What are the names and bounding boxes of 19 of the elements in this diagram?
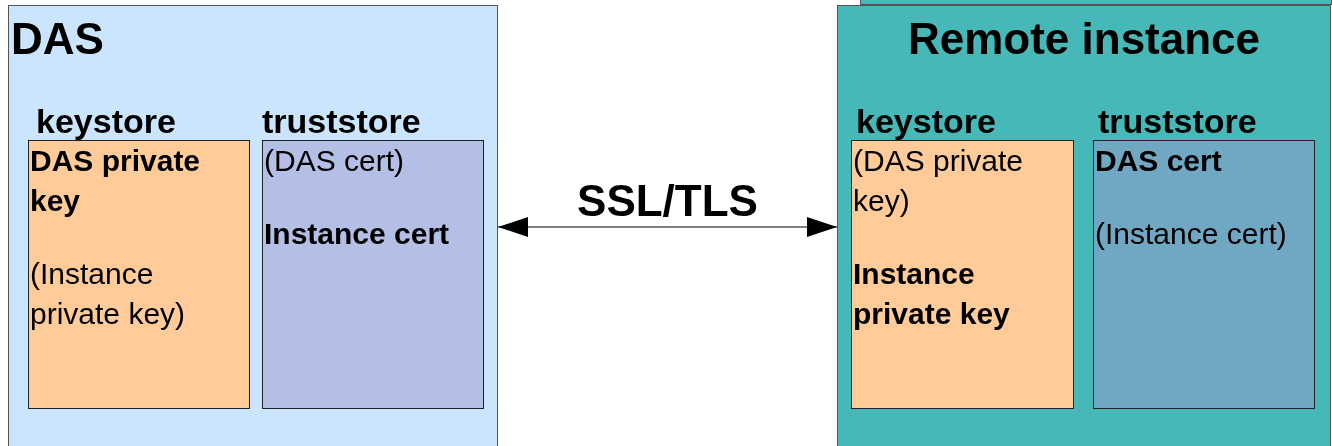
key-entry-note: (Instance private key) bbox=[29, 256, 187, 332]
key-entry: DAS private key bbox=[29, 143, 202, 219]
key-entry: DAS cert bbox=[1094, 143, 1223, 179]
key-entry-note: (Instance cert) bbox=[1094, 216, 1288, 252]
host-title: Remote instance bbox=[906, 14, 1262, 64]
store-heading: truststore bbox=[262, 101, 421, 141]
key-entry-note: (DAS private key) bbox=[852, 143, 1025, 219]
key-entry-note: (DAS cert) bbox=[263, 143, 405, 179]
store-heading: keystore bbox=[856, 101, 996, 141]
store-heading: truststore bbox=[1098, 101, 1257, 141]
store-heading: keystore bbox=[36, 101, 176, 141]
host-title: DAS bbox=[11, 14, 104, 64]
host-panel bbox=[837, 5, 1331, 446]
double-arrow bbox=[497, 217, 838, 237]
edge-label: SSL/TLS bbox=[576, 177, 759, 225]
stacked-panel bbox=[860, 0, 1332, 5]
key-entry: Instance private key bbox=[852, 256, 1011, 332]
key-entry: Instance cert bbox=[263, 216, 451, 252]
host-panel bbox=[8, 5, 498, 446]
